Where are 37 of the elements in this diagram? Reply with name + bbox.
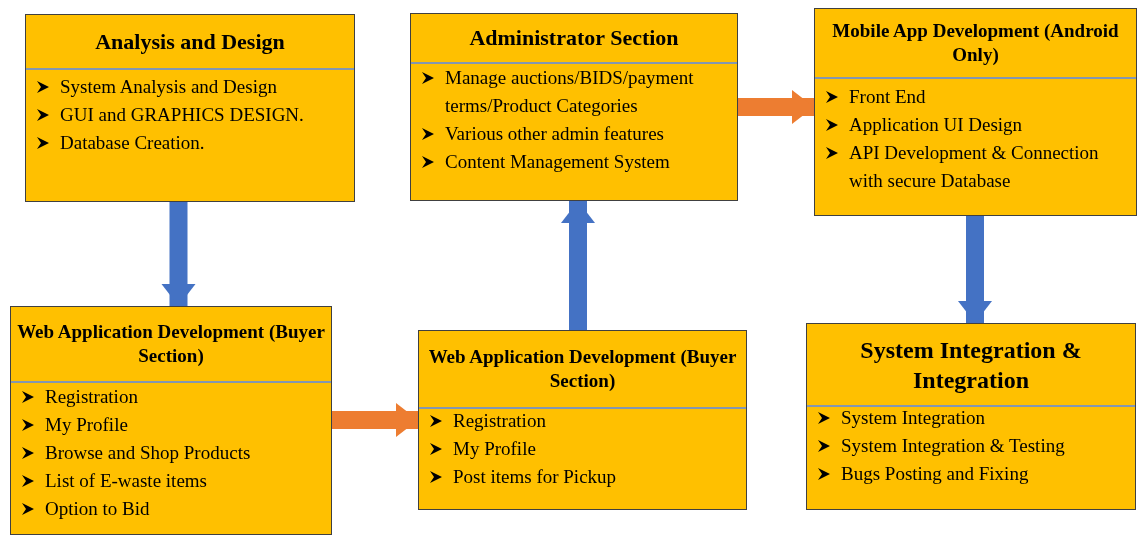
bullet-text: Post items for Pickup — [453, 465, 617, 489]
bullet-text: Various other admin features — [445, 122, 664, 146]
process-box — [10, 306, 332, 535]
bullet-text: System Integration — [841, 406, 986, 430]
block-arrow — [332, 403, 418, 437]
bullet-text: Browse and Shop Products — [45, 441, 251, 465]
box-heading: Web Application Development (Buyer Section) — [16, 320, 326, 368]
bullet-text: Application UI Design — [849, 113, 1023, 137]
bullet-text: Registration — [45, 385, 138, 409]
box-heading: Analysis and Design — [95, 27, 285, 56]
bullet-text: Database Creation. — [60, 131, 205, 155]
block-arrow — [958, 216, 992, 323]
bullet-text: Content Management System — [445, 150, 670, 174]
bullet-text: List of E-waste items — [45, 469, 207, 493]
bullet-text: System Analysis and Design — [60, 75, 277, 99]
box-heading: Mobile App Development (Android Only) — [831, 19, 1120, 67]
bullet-text: My Profile — [453, 437, 536, 461]
process-box — [418, 330, 747, 510]
box-heading: Web Application Development (Buyer Section) — [427, 345, 738, 393]
box-heading: Administrator Section — [469, 24, 679, 52]
bullet-text: API Development & Connection with secure Database — [849, 141, 1100, 193]
process-box — [806, 323, 1136, 510]
process-box — [25, 14, 355, 202]
bullet-text: Registration — [453, 409, 546, 433]
bullet-text: Bugs Posting and Fixing — [841, 462, 1029, 486]
bullet-text: My Profile — [45, 413, 128, 437]
process-box — [814, 8, 1137, 216]
bullet-text: GUI and GRAPHICS DESIGN. — [60, 103, 304, 127]
process-box — [410, 13, 738, 201]
bullet-text: System Integration & Testing — [841, 434, 1065, 458]
block-arrow — [738, 90, 814, 124]
bullet-text: Option to Bid — [45, 497, 150, 521]
bullet-text: Manage auctions/BIDS/payment terms/Product Categories — [445, 66, 695, 118]
bullet-text: Front End — [849, 85, 926, 109]
block-arrow — [161, 202, 196, 306]
block-arrow — [561, 201, 595, 330]
box-heading: System Integration & Integration — [859, 335, 1083, 395]
